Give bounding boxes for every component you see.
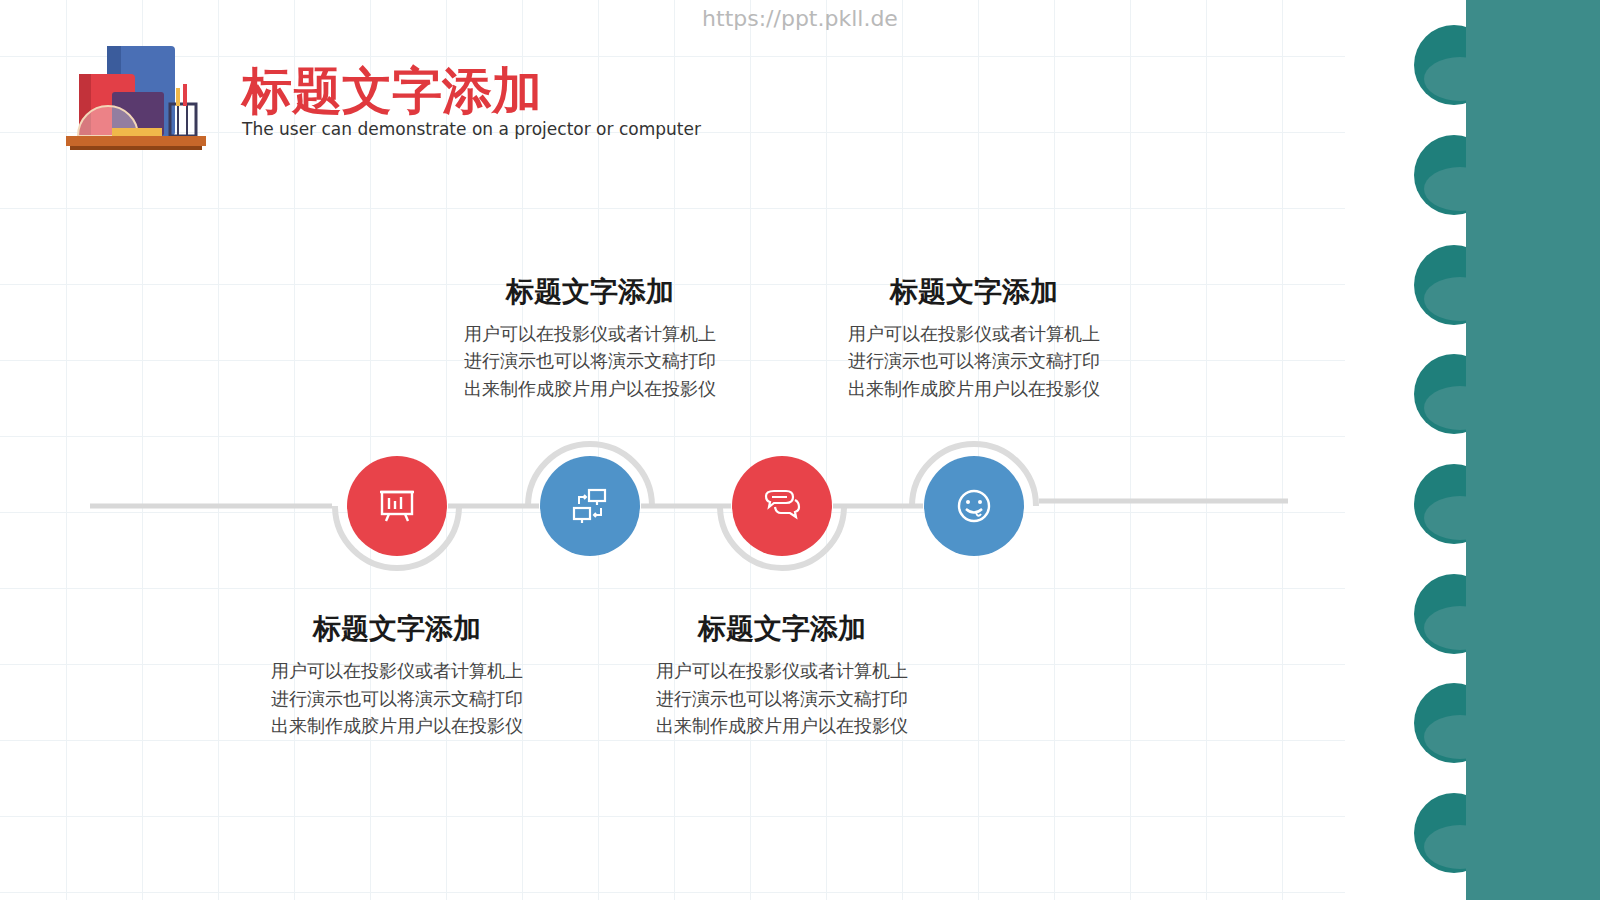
node-heading: 标题文字添加 <box>247 612 547 646</box>
circle-shape <box>923 455 1025 557</box>
circle-fill <box>540 456 640 556</box>
timeline <box>90 504 332 509</box>
node-body: 用户可以在投影仪或者计算机上 进行演示也可以将演示文稿打印 出来制作成胶片用户以… <box>843 320 1105 403</box>
circle-icon <box>574 490 605 523</box>
circle-icon <box>380 492 414 521</box>
circle-icon <box>766 491 799 517</box>
node-body: 用户可以在投影仪或者计算机上 进行演示也可以将演示文稿打印 出来制作成胶片用户以… <box>651 657 913 740</box>
timeline-circle: 标题文字添加用户可以在投影仪或者计算机上 进行演示也可以将演示文稿打印 出来制作… <box>539 455 641 557</box>
timeline-connector <box>833 504 923 509</box>
books-illustration <box>66 46 206 150</box>
circle-shape <box>539 455 641 557</box>
node-body: 用户可以在投影仪或者计算机上 进行演示也可以将演示文稿打印 出来制作成胶片用户以… <box>459 320 721 403</box>
circle-shape <box>731 455 833 557</box>
circle-icon <box>959 491 989 521</box>
text-block: 标题文字添加用户可以在投影仪或者计算机上 进行演示也可以将演示文稿打印 出来制作… <box>247 612 547 740</box>
timeline-circle: 标题文字添加用户可以在投影仪或者计算机上 进行演示也可以将演示文稿打印 出来制作… <box>923 455 1025 557</box>
timeline-circle: 标题文字添加用户可以在投影仪或者计算机上 进行演示也可以将演示文稿打印 出来制作… <box>731 455 833 557</box>
side-panel <box>1466 0 1600 900</box>
slide-title: 标题文字添加 <box>242 60 542 122</box>
text-block: 标题文字添加用户可以在投影仪或者计算机上 进行演示也可以将演示文稿打印 出来制作… <box>632 612 932 740</box>
grid <box>0 0 1345 900</box>
node-body: 用户可以在投影仪或者计算机上 进行演示也可以将演示文稿打印 出来制作成胶片用户以… <box>266 657 528 740</box>
text-block: 标题文字添加用户可以在投影仪或者计算机上 进行演示也可以将演示文稿打印 出来制作… <box>824 275 1124 403</box>
timeline <box>1039 499 1288 504</box>
circle-fill <box>347 456 447 556</box>
timeline-connector <box>448 504 539 509</box>
circle-fill <box>732 456 832 556</box>
node-heading: 标题文字添加 <box>632 612 932 646</box>
circle-fill <box>924 456 1024 556</box>
subtitle: The user can demonstrate on a projector … <box>242 119 701 139</box>
watermark: https://ppt.pkll.de <box>702 6 898 31</box>
timeline-connector <box>641 504 731 509</box>
circle-shape <box>346 455 448 557</box>
text-block: 标题文字添加用户可以在投影仪或者计算机上 进行演示也可以将演示文稿打印 出来制作… <box>440 275 740 403</box>
node-heading: 标题文字添加 <box>440 275 740 309</box>
timeline-circle: 标题文字添加用户可以在投影仪或者计算机上 进行演示也可以将演示文稿打印 出来制作… <box>346 455 448 557</box>
node-heading: 标题文字添加 <box>824 275 1124 309</box>
